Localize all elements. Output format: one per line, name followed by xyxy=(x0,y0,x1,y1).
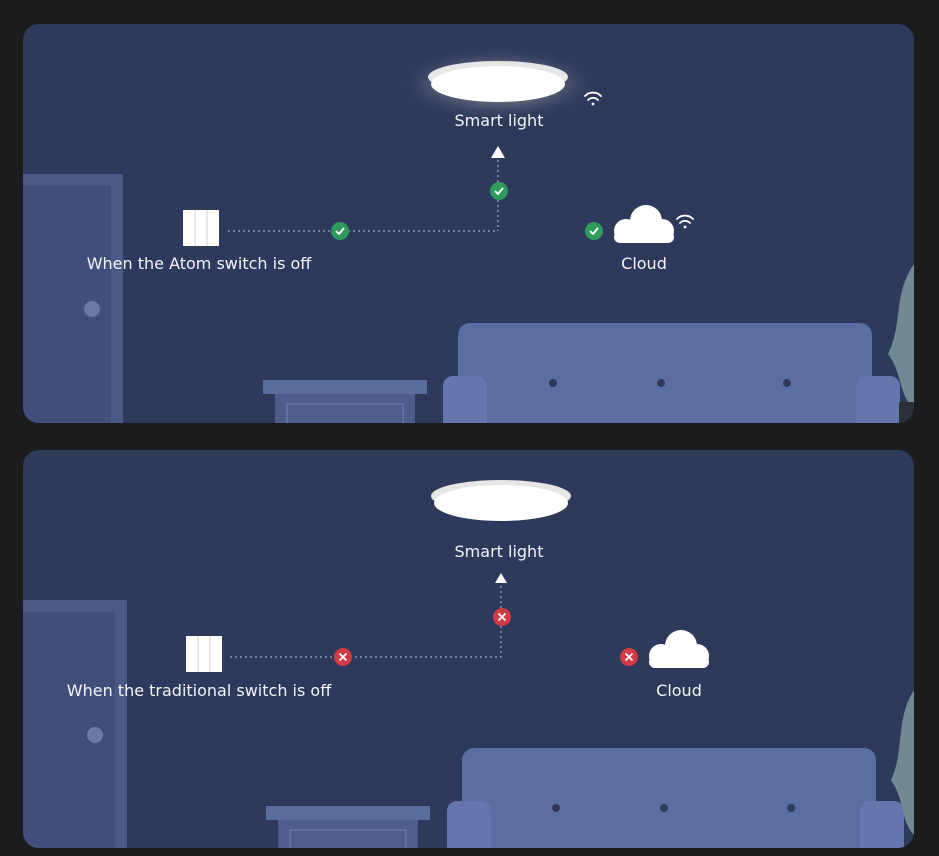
side-table xyxy=(266,806,430,848)
cross-icon xyxy=(620,648,638,666)
check-icon xyxy=(331,222,349,240)
cloud-label: Cloud xyxy=(621,254,667,273)
connection-line xyxy=(230,586,502,658)
wall-switch xyxy=(186,636,222,672)
plant xyxy=(891,690,914,835)
plant xyxy=(888,264,914,423)
cross-icon xyxy=(493,608,511,626)
ceiling-light xyxy=(431,480,571,521)
arrow-up-icon xyxy=(491,146,505,158)
door xyxy=(23,174,123,423)
check-icon xyxy=(585,222,603,240)
arrow-up-icon xyxy=(495,573,507,583)
room-scene xyxy=(23,54,914,423)
wifi-icon xyxy=(676,214,694,229)
door xyxy=(23,600,127,848)
check-icon xyxy=(490,182,508,200)
side-table xyxy=(263,380,427,423)
wall-switch xyxy=(183,210,219,246)
smart-light-label: Smart light xyxy=(454,542,544,561)
cross-icon xyxy=(334,648,352,666)
ceiling-light xyxy=(428,61,568,102)
cloud-icon xyxy=(649,630,709,668)
cloud-label: Cloud xyxy=(656,681,702,700)
cloud-icon xyxy=(614,205,674,243)
wifi-icon xyxy=(584,91,602,106)
sofa xyxy=(443,323,900,423)
room-scene xyxy=(23,480,914,848)
sofa xyxy=(447,748,904,848)
smart-light-label: Smart light xyxy=(454,111,544,130)
switch-label: When the traditional switch is off xyxy=(66,681,332,700)
connection-line xyxy=(228,160,499,232)
scenario-panel-atom-switch: Smart light When the Atom switch is off … xyxy=(23,24,914,423)
switch-label: When the Atom switch is off xyxy=(86,254,312,273)
scenario-panel-traditional-switch: Smart light When the traditional switch … xyxy=(23,450,914,848)
